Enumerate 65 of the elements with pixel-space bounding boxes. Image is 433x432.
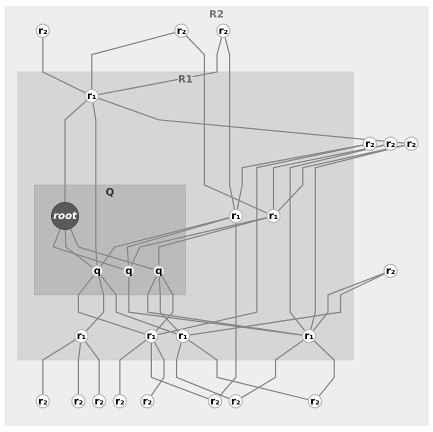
node-circle: r₁ xyxy=(84,88,99,104)
connector xyxy=(241,339,304,398)
node-circle: r₂ xyxy=(36,24,50,38)
node-circle: q xyxy=(91,264,104,278)
node-circle: r₁ xyxy=(74,328,89,344)
node-circle: r₂ xyxy=(92,394,106,408)
node-circle: r₂ xyxy=(308,394,322,408)
node-circle: r₁ xyxy=(144,328,159,344)
connector xyxy=(64,230,94,268)
connector xyxy=(278,144,405,212)
connector xyxy=(52,228,124,270)
connector xyxy=(119,340,146,395)
node-circle: q xyxy=(152,264,165,278)
connector xyxy=(218,222,237,397)
node-circle: r₂ xyxy=(112,394,128,408)
connector xyxy=(92,102,98,266)
connector xyxy=(236,144,364,210)
node-circle: r₁ xyxy=(266,208,281,224)
connector xyxy=(78,274,146,335)
node-circle: r₂ xyxy=(362,136,378,151)
node-circle: r₂ xyxy=(404,136,418,151)
connector xyxy=(158,217,268,266)
connector xyxy=(290,144,384,332)
node-circle: root xyxy=(51,202,80,230)
connector xyxy=(130,216,268,266)
node-circle: q xyxy=(122,264,135,278)
node-circle: r₂ xyxy=(36,394,50,408)
connector xyxy=(176,342,230,400)
node-circle: r₂ xyxy=(383,136,398,151)
connector xyxy=(272,144,384,210)
connector xyxy=(98,36,222,96)
connector xyxy=(42,339,76,395)
connector xyxy=(91,32,176,90)
node-circle: r₂ xyxy=(71,394,86,408)
connector xyxy=(313,340,335,397)
connector xyxy=(224,36,236,210)
connector xyxy=(70,228,154,270)
node-circle: r₁ xyxy=(302,328,316,344)
connector xyxy=(100,217,230,267)
connector xyxy=(150,342,165,396)
node-circle: r₁ xyxy=(176,328,190,344)
connector xyxy=(312,272,385,332)
connector xyxy=(78,342,82,395)
connector xyxy=(186,35,268,214)
node-circle: r₂ xyxy=(383,264,398,278)
connector xyxy=(150,342,210,400)
connector xyxy=(84,341,100,395)
connector xyxy=(42,37,86,94)
node-circle: r₂ xyxy=(216,24,231,38)
node-circle: r₂ xyxy=(208,394,222,408)
node-circle: r₂ xyxy=(140,394,155,408)
connector xyxy=(126,217,230,266)
connector xyxy=(98,98,405,144)
connector xyxy=(189,273,385,336)
connector xyxy=(155,275,174,332)
connector xyxy=(100,274,177,334)
connector xyxy=(85,276,104,332)
connector xyxy=(310,144,406,330)
connector xyxy=(158,144,364,336)
connector xyxy=(158,276,179,332)
connector xyxy=(188,339,309,400)
node-circle: r₁ xyxy=(228,208,244,224)
node-circle: r₂ xyxy=(228,394,243,408)
node-circle: r₂ xyxy=(174,24,189,38)
connector xyxy=(64,100,88,202)
